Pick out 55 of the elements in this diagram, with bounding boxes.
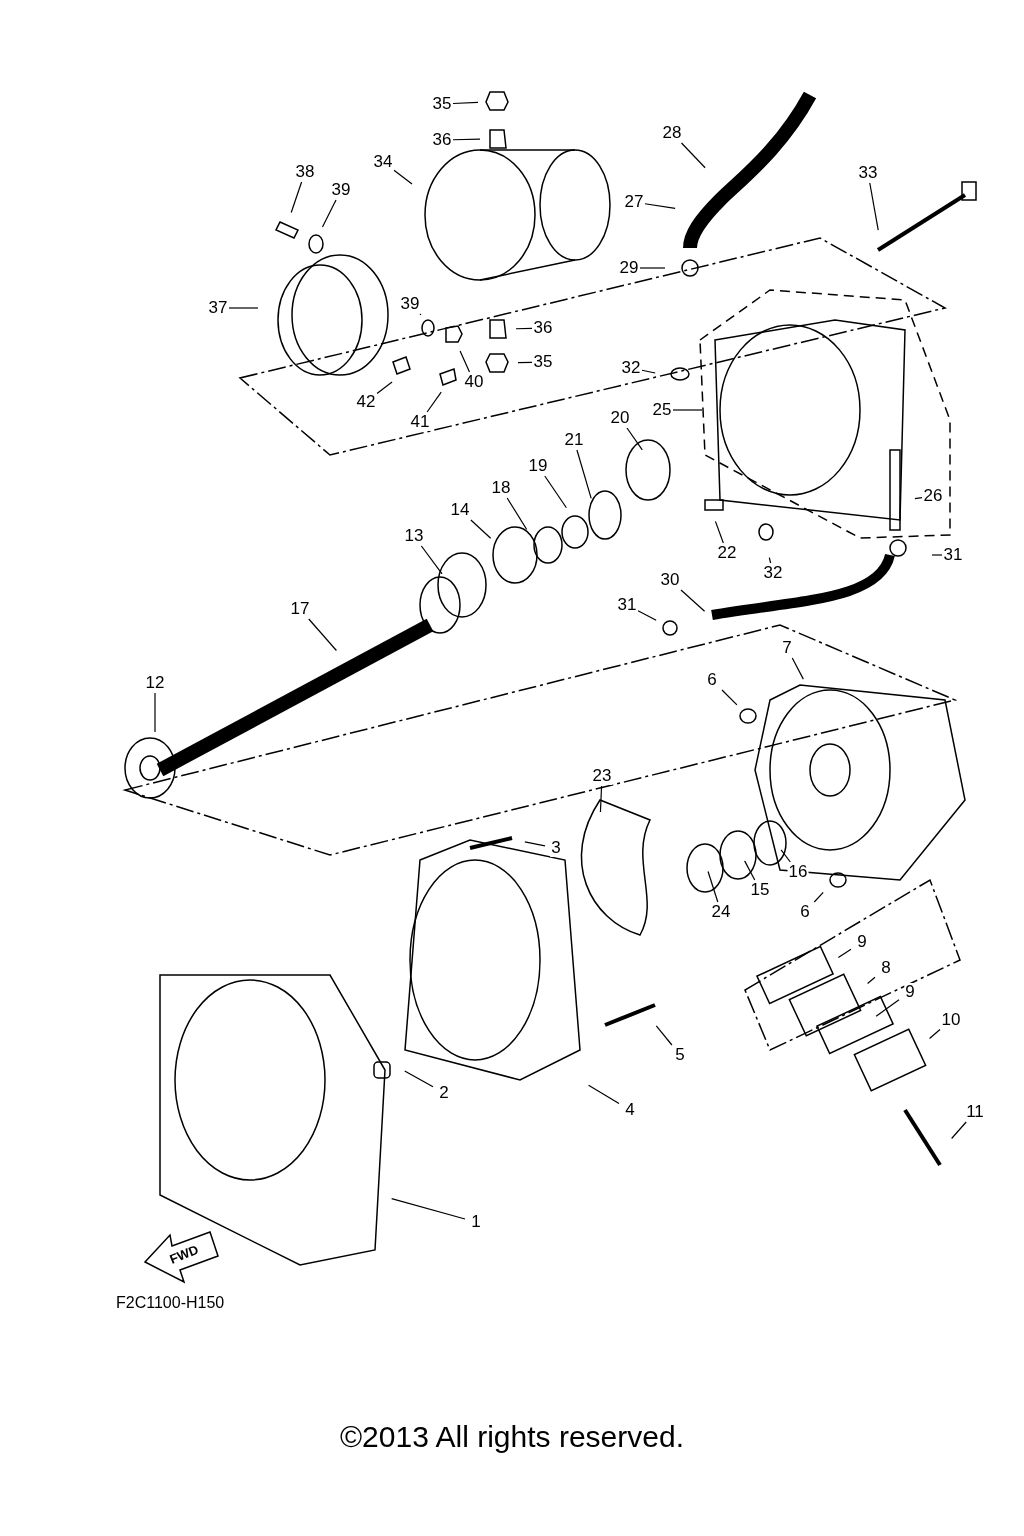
leader-line	[419, 313, 422, 316]
leader-line	[587, 1084, 620, 1104]
leader-line	[931, 554, 943, 556]
leader-line	[420, 545, 443, 575]
leader-line	[655, 1025, 673, 1046]
leader-line	[524, 841, 546, 847]
leader-line	[721, 689, 738, 706]
leader-line	[780, 849, 791, 863]
leader-line	[393, 169, 413, 185]
leader-line	[544, 475, 567, 509]
leader-line	[813, 891, 824, 903]
callout-number: 41	[409, 413, 431, 431]
leader-line	[680, 142, 706, 169]
leader-line	[404, 1070, 434, 1088]
direction-label: FWD	[167, 1241, 201, 1267]
leader-line	[791, 657, 804, 680]
drawing-code: F2C1100-H150	[116, 1294, 225, 1312]
leader-line	[869, 182, 879, 231]
leader-line	[626, 427, 643, 451]
leader-line	[452, 138, 481, 141]
leader-line	[914, 496, 923, 500]
leader-line	[154, 692, 156, 733]
leader-line	[637, 610, 657, 621]
leader-line	[376, 381, 393, 395]
callout-number: 3	[550, 839, 562, 857]
leader-line	[707, 870, 719, 903]
leader-line	[290, 181, 303, 214]
leader-line	[768, 557, 772, 564]
leader-line	[517, 361, 533, 364]
leader-line	[470, 519, 492, 539]
leader-line	[459, 350, 471, 373]
leader-line	[599, 785, 603, 813]
leader-line	[321, 199, 337, 228]
leader-line	[228, 307, 259, 309]
leader-line	[867, 976, 876, 985]
leader-line	[515, 327, 533, 330]
copyright-notice: ©2013 All rights reserved.	[339, 1420, 685, 1454]
leader-line	[644, 203, 676, 210]
leader-line	[680, 589, 706, 612]
leader-line	[639, 267, 666, 269]
leader-line	[452, 101, 479, 105]
leader-line	[875, 999, 900, 1017]
leader-line	[576, 449, 592, 499]
leader-line	[714, 520, 724, 544]
leader-line	[426, 391, 442, 413]
leader-line	[837, 948, 852, 959]
leader-line	[308, 618, 337, 652]
leader-line	[641, 369, 656, 374]
leader-line	[951, 1121, 967, 1140]
leader-line	[744, 860, 756, 881]
leader-line	[506, 497, 528, 531]
leader-line	[928, 1028, 941, 1040]
leader-line	[391, 1198, 466, 1220]
callout-number: 23	[591, 767, 613, 785]
leader-line	[672, 409, 703, 411]
